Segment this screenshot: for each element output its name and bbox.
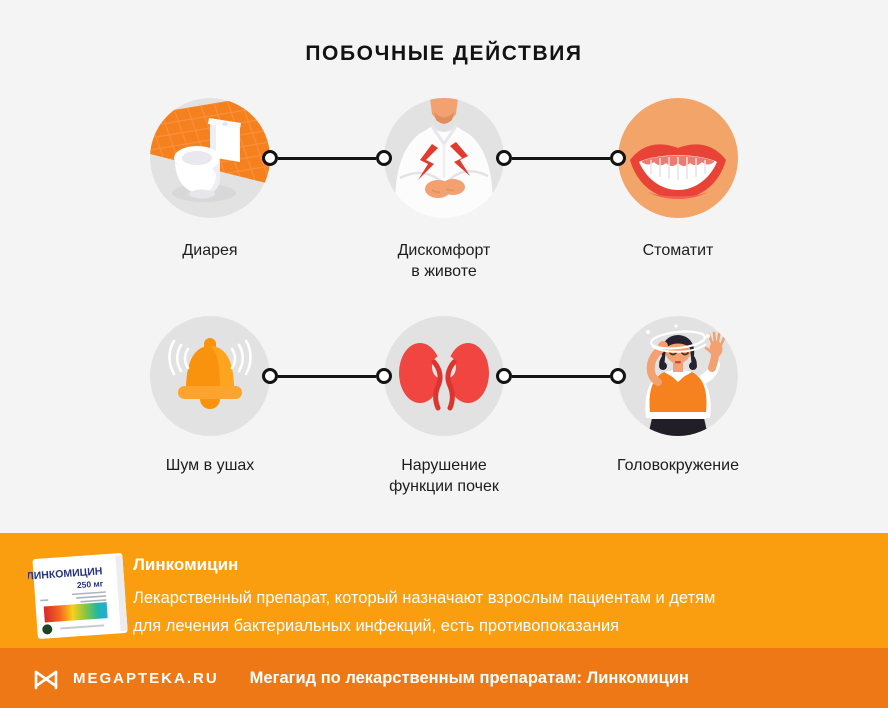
footer-tagline: Мегагид по лекарственным препаратам: Лин… <box>249 668 689 687</box>
connector-ring <box>262 150 278 166</box>
megapteka-logo-icon <box>34 670 58 690</box>
footer-bar: MEGAPTEKA.RU Мегагид по лекарственным пр… <box>0 648 888 708</box>
connector-line <box>496 368 626 384</box>
label-dizziness: Головокружение <box>617 457 739 474</box>
connector-ring <box>376 368 392 384</box>
package-dose: 250 мг <box>77 578 104 590</box>
connector-ring <box>376 150 392 166</box>
drug-package-image: ЛИНКОМИЦИН 250 мг <box>26 547 132 648</box>
stomach-pain-icon <box>384 98 504 218</box>
connector-ring <box>496 368 512 384</box>
connector-ring <box>610 150 626 166</box>
dizzy-person-icon <box>618 316 738 436</box>
kidneys-icon <box>384 316 504 436</box>
drug-name: Линкомицин <box>133 555 239 574</box>
smile-mouth-icon <box>618 98 738 218</box>
drug-description: Лекарственный препарат, который назначаю… <box>133 589 716 635</box>
label-stomach: Дискомфорт в животе <box>397 242 491 280</box>
bell-icon <box>150 316 270 436</box>
connector-line <box>262 150 392 166</box>
brand-name: MEGAPTEKA.RU <box>73 669 219 687</box>
drug-banner: ЛИНКОМИЦИН 250 мг Линкомицин Лекарственн… <box>0 533 888 648</box>
label-diarrhea: Диарея <box>182 242 238 259</box>
connector-ring <box>262 368 278 384</box>
connector-line <box>496 150 626 166</box>
toilet-icon <box>150 98 270 218</box>
connector-ring <box>610 368 626 384</box>
label-kidneys: Нарушение функции почек <box>389 457 499 495</box>
connector-ring <box>496 150 512 166</box>
label-stomatitis: Стоматит <box>642 242 714 259</box>
label-tinnitus: Шум в ушах <box>165 457 255 474</box>
connector-line <box>262 368 392 384</box>
page-title: ПОБОЧНЫЕ ДЕЙСТВИЯ <box>305 42 583 65</box>
package-title: ЛИНКОМИЦИН <box>28 565 103 582</box>
